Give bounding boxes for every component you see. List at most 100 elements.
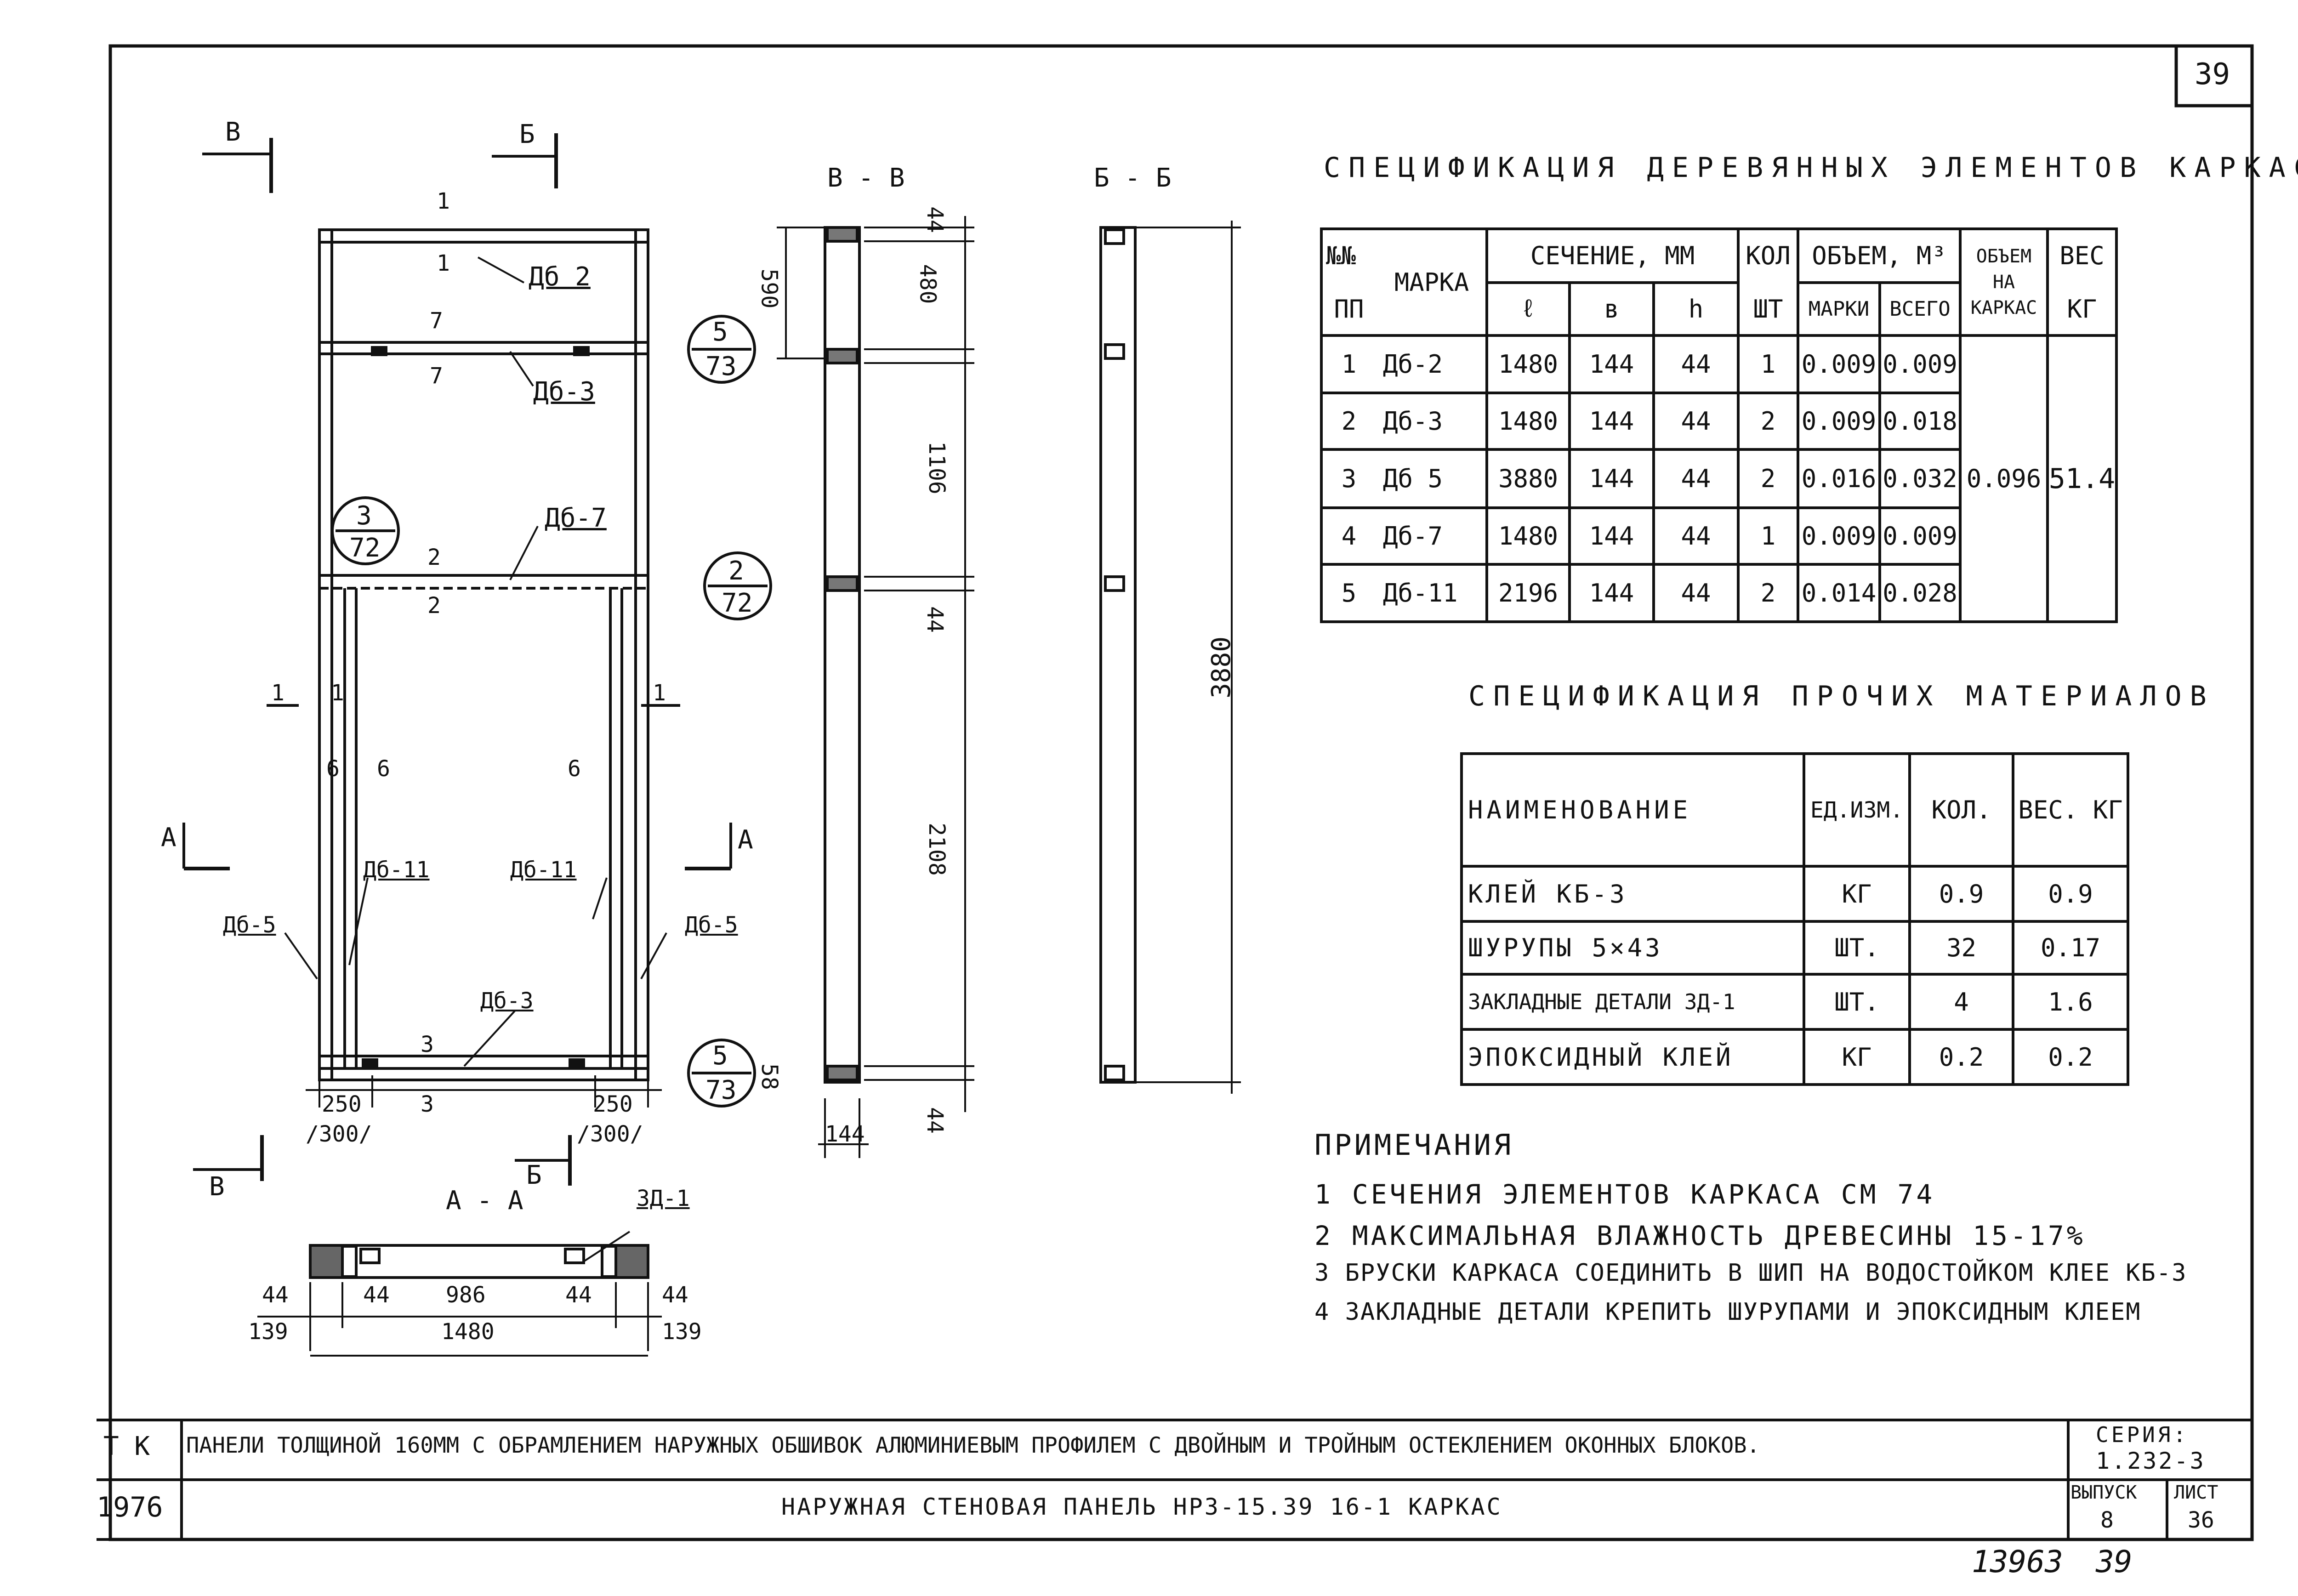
table-cell: 1480 bbox=[1498, 407, 1559, 436]
table-cell: ЗАКЛАДНЫЕ ДЕТАЛИ ЗД-1 bbox=[1468, 989, 1735, 1014]
title-tk: Т К bbox=[103, 1431, 150, 1461]
table-cell: 0.009 bbox=[1801, 522, 1877, 551]
table-cell: 0.016 bbox=[1801, 464, 1877, 493]
cut-1a: 1 bbox=[437, 188, 450, 214]
table-cell: 1.6 bbox=[2048, 987, 2093, 1017]
cut-6b: 6 bbox=[377, 756, 390, 782]
hdr-section: СЕЧЕНИЕ, ММ bbox=[1530, 241, 1695, 270]
dim-aa-1480: 1480 bbox=[441, 1319, 495, 1345]
hdr-volume: ОБЪЕМ, М³ bbox=[1812, 241, 1946, 270]
cut-1e: 1 bbox=[653, 680, 666, 706]
table-cell: 4 bbox=[1954, 987, 1969, 1017]
cut-mark-b-top: В bbox=[225, 117, 241, 147]
title-block-grid bbox=[97, 1419, 2252, 1541]
hdr-vol-mark: МАРКИ bbox=[1808, 297, 1870, 321]
section-label-bb: В - В bbox=[827, 163, 905, 193]
callout-4-bottom: 73 bbox=[705, 1075, 737, 1105]
title-year: 1976 bbox=[97, 1491, 163, 1523]
table-cell: 144 bbox=[1589, 407, 1634, 436]
hdr-name: НАИМЕНОВАНИЕ bbox=[1468, 795, 1692, 824]
callout-4-top: 5 bbox=[712, 1041, 728, 1071]
issue-value: 8 bbox=[2100, 1507, 2114, 1533]
hdr-qty-other: КОЛ. bbox=[1931, 795, 1991, 824]
table-cell: 2 bbox=[1760, 407, 1776, 436]
table-cell: 2 bbox=[1760, 579, 1776, 608]
callout-3-bottom: 72 bbox=[722, 588, 753, 618]
note-item: 4 ЗАКЛАДНЫЕ ДЕТАЛИ КРЕПИТЬ ШУРУПАМИ И ЭП… bbox=[1314, 1298, 2141, 1326]
cut-1d: 1 bbox=[331, 680, 344, 706]
hdr-num: №№ bbox=[1326, 241, 1356, 270]
cut-6a: 6 bbox=[326, 756, 340, 782]
cut-mark-b6-bottom: Б bbox=[526, 1160, 542, 1190]
table-cell: КГ bbox=[1842, 879, 1872, 909]
table-cell: 1 bbox=[1760, 350, 1776, 379]
table-cell: ЭПОКСИДНЫЙ КЛЕЙ bbox=[1468, 1042, 1734, 1072]
table-cell: 44 bbox=[1681, 522, 1711, 551]
dim-aa-139-left: 139 bbox=[248, 1319, 288, 1345]
table-cell: 0.009 bbox=[1801, 350, 1877, 379]
section-b-b bbox=[777, 216, 974, 1158]
callout-2-top: 3 bbox=[356, 501, 372, 531]
table-cell: Дб-11 bbox=[1383, 579, 1458, 608]
dim-2108: 2108 bbox=[923, 823, 950, 876]
dim-44-c: 44 bbox=[921, 1107, 948, 1134]
table-cell: 1480 bbox=[1498, 522, 1559, 551]
dim-aa-44-2: 44 bbox=[363, 1282, 390, 1308]
dim-44-b: 44 bbox=[921, 606, 948, 633]
frame-weight: 51.4 bbox=[2048, 462, 2116, 495]
table-cell: Дб-2 bbox=[1383, 350, 1443, 379]
sheet-number-box bbox=[2174, 44, 2254, 108]
table-cell: 0.2 bbox=[1939, 1042, 1984, 1072]
table-cell: 5 bbox=[1341, 579, 1357, 608]
table-cell: 144 bbox=[1589, 350, 1634, 379]
dim-44-a: 44 bbox=[921, 206, 948, 233]
callout-3-top: 2 bbox=[728, 556, 744, 586]
cut-2a: 2 bbox=[427, 545, 441, 570]
mark-db5-right: Дб-5 bbox=[685, 912, 738, 938]
table-cell: 44 bbox=[1681, 579, 1711, 608]
mark-db2: Дб 2 bbox=[529, 262, 591, 292]
dim-300-left: /300/ bbox=[306, 1121, 372, 1147]
dim-144: 144 bbox=[825, 1121, 865, 1147]
wood-table-grid bbox=[1320, 227, 2118, 623]
table-cell: 2 bbox=[1341, 407, 1357, 436]
section-label-b6b6: Б - Б bbox=[1094, 163, 1172, 193]
table-cell: 4 bbox=[1341, 522, 1357, 551]
hdr-weight-unit: КГ bbox=[2067, 295, 2097, 324]
dim-58: 58 bbox=[756, 1063, 782, 1090]
cut-1c: 1 bbox=[271, 680, 284, 706]
cut-1b: 1 bbox=[437, 250, 450, 276]
table-cell: 44 bbox=[1681, 350, 1711, 379]
series-label: СЕРИЯ: bbox=[2096, 1422, 2189, 1447]
series-value: 1.232-3 bbox=[2096, 1448, 2206, 1474]
dim-aa-986: 986 bbox=[446, 1282, 486, 1308]
cut-6c: 6 bbox=[568, 756, 581, 782]
hdr-vol-frame: ОБЪЕМ НА КАРКАС bbox=[1970, 246, 2037, 318]
table-cell: 0.009 bbox=[1801, 407, 1877, 436]
overall-height-dim: 3880 bbox=[1206, 636, 1236, 699]
table-cell: 3 bbox=[1341, 464, 1357, 493]
dim-aa-44-4: 44 bbox=[662, 1282, 688, 1308]
dim-250-left: 250 bbox=[322, 1091, 362, 1117]
sheet-number: 39 bbox=[2195, 57, 2230, 91]
issue-label: ВЫПУСК bbox=[2070, 1482, 2137, 1503]
mark-db3-bottom: Дб-3 bbox=[480, 988, 534, 1014]
dim-480: 480 bbox=[915, 264, 941, 304]
dim-aa-139-right: 139 bbox=[662, 1319, 702, 1345]
table-cell: Дб-3 bbox=[1383, 407, 1443, 436]
table-cell: 0.014 bbox=[1801, 579, 1877, 608]
table-cell: 0.2 bbox=[2048, 1042, 2093, 1072]
table-cell: Дб 5 bbox=[1383, 464, 1443, 493]
cut-mark-b-bottom: В bbox=[209, 1172, 225, 1202]
dim-1106: 1106 bbox=[923, 441, 950, 494]
other-table-grid bbox=[1460, 752, 2129, 1086]
table-cell: КЛЕЙ КБ-3 bbox=[1468, 879, 1627, 909]
cut-2b: 2 bbox=[427, 593, 441, 619]
table-cell: 3880 bbox=[1498, 464, 1559, 493]
table-cell: 0.018 bbox=[1883, 407, 1957, 436]
hdr-mark: МАРКА bbox=[1394, 267, 1469, 297]
note-item: 3 БРУСКИ КАРКАСА СОЕДИНИТЬ В ШИП НА ВОДО… bbox=[1314, 1259, 2187, 1287]
mark-zd1: ЗД-1 bbox=[637, 1186, 690, 1211]
table-cell: ШУРУПЫ 5×43 bbox=[1468, 933, 1663, 962]
